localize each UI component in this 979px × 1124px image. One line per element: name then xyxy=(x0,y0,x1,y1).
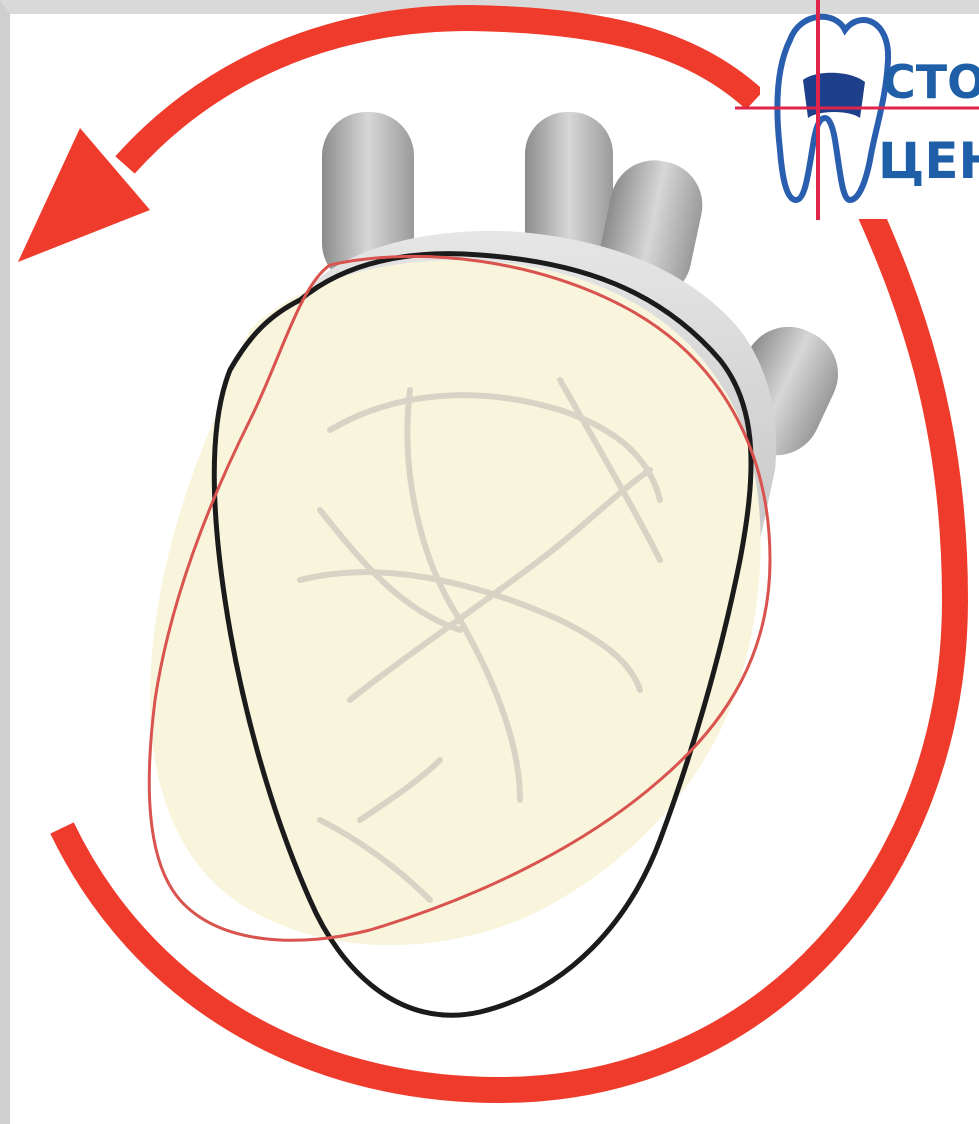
logo-text-line2: ЦЕН xyxy=(878,132,979,190)
clinic-logo: СТО ЦЕН xyxy=(735,0,979,220)
heart-body xyxy=(150,260,761,945)
rotation-arc-top xyxy=(125,18,755,165)
tooth-root-fill xyxy=(803,73,865,118)
logo-text-line1: СТО xyxy=(882,55,979,109)
